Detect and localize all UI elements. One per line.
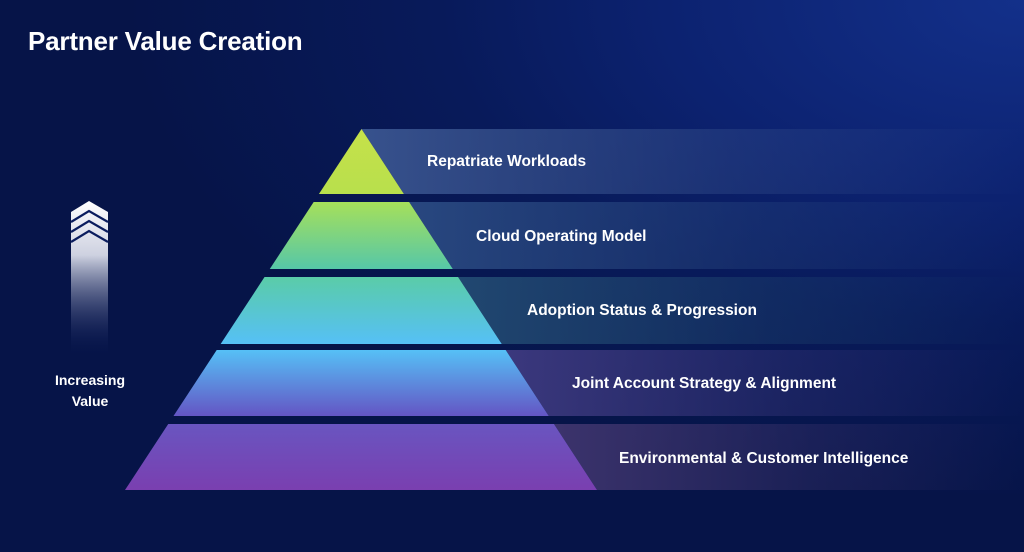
increasing-value-label: Increasing Value (40, 370, 140, 412)
pyramid-tier-repatriate-workloads (318, 129, 404, 194)
tier-bands (361, 129, 1024, 490)
tier-label-adoption-status: Adoption Status & Progression (527, 302, 757, 319)
chevron-up-arrow-icon (70, 201, 109, 356)
pyramid-tier-environmental-intelligence (125, 424, 597, 490)
tier-band-cloud-operating-model (409, 202, 1024, 269)
tier-label-joint-account-strategy: Joint Account Strategy & Alignment (572, 375, 837, 392)
increasing-value-line1: Increasing (54, 372, 126, 388)
increasing-value-line2: Value (71, 393, 109, 409)
slide-title: Partner Value Creation (28, 26, 303, 56)
pyramid-tier-adoption-status (220, 277, 502, 344)
pyramid-tier-joint-account-strategy (173, 350, 549, 416)
tier-label-environmental-intelligence: Environmental & Customer Intelligence (619, 450, 909, 467)
tier-band-environmental-intelligence (553, 424, 1024, 490)
tier-label-cloud-operating-model: Cloud Operating Model (476, 228, 647, 245)
tier-band-repatriate-workloads (361, 129, 1024, 194)
tier-band-adoption-status (458, 277, 1024, 344)
pyramid-tier-cloud-operating-model (269, 202, 453, 269)
pyramid-tiers (125, 129, 597, 490)
tier-band-joint-account-strategy (505, 350, 1024, 416)
tier-label-repatriate-workloads: Repatriate Workloads (427, 153, 587, 170)
